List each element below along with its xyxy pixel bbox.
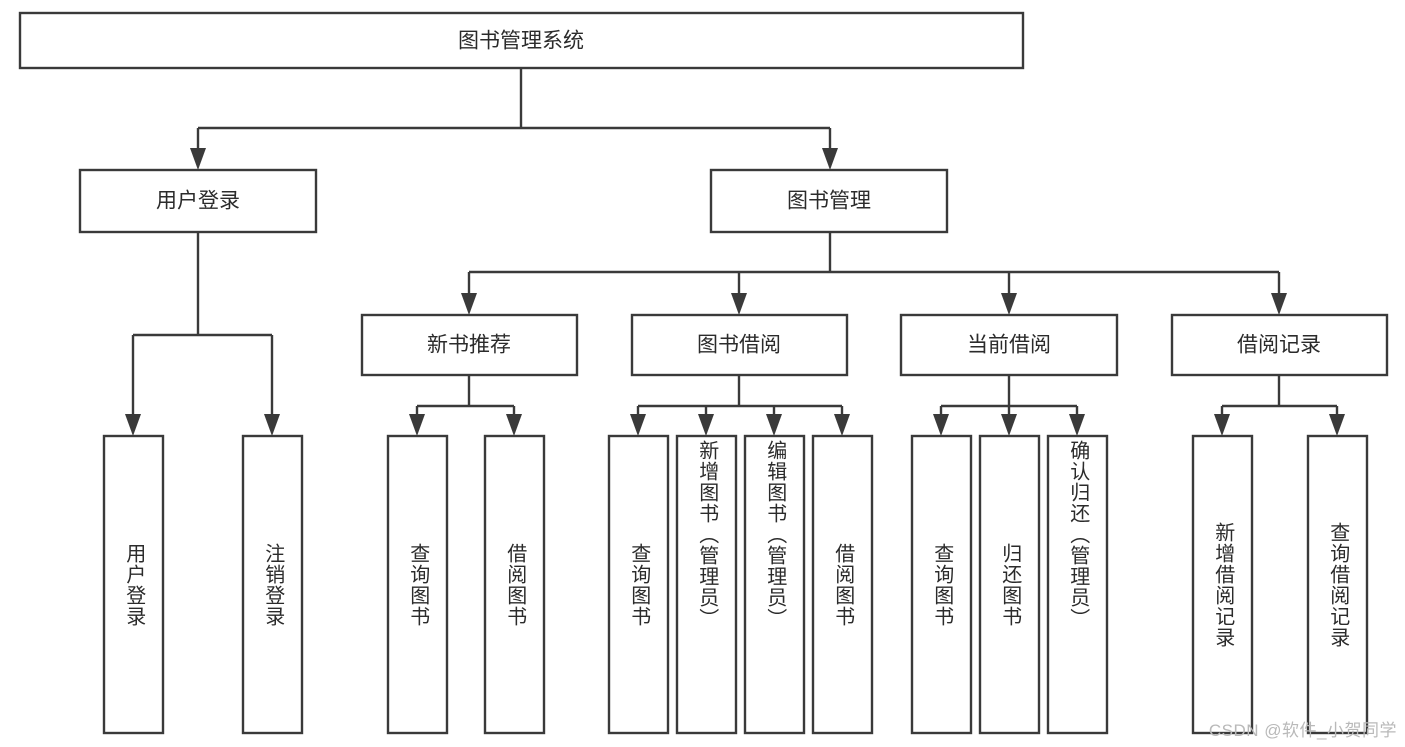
leaf-box-borrow-record-0[interactable] [1191,434,1254,735]
node-book-management-label: 图书管理 [787,190,871,213]
arrowhead-borrow-leaf-4 [834,414,850,436]
arrowhead-login-leaf-1 [125,414,141,436]
arrowhead-current-leaf-3 [1069,414,1085,436]
leaf-box-book-borrow-1[interactable] [675,434,738,735]
arrowhead-l3-2 [731,293,747,315]
node-current-borrow-label: 当前借阅 [967,334,1051,357]
connector-group-current-borrow [933,375,1085,436]
arrowhead-login-leaf-2 [264,414,280,436]
arrowhead-newbook-leaf-2 [506,414,522,436]
leaf-box-current-borrow-0[interactable] [910,434,973,735]
node-root-box[interactable] [18,11,1025,70]
arrowhead-borrow-leaf-3 [766,414,782,436]
connector-group-new-book [409,375,522,436]
arrowhead-l3-4 [1271,293,1287,315]
leaf-box-book-borrow-3[interactable] [811,434,874,735]
node-book-borrow-label: 图书借阅 [697,334,781,357]
leaf-box-book-borrow-0[interactable] [607,434,670,735]
arrowhead-record-leaf-1 [1214,414,1230,436]
arrowhead-l3-1 [461,293,477,315]
leaf-box-current-borrow-2[interactable] [1046,434,1109,735]
node-borrow-record-label: 借阅记录 [1237,334,1321,357]
node-user-login-label: 用户登录 [156,190,240,213]
connector-group-borrow-record [1214,375,1345,436]
leaf-box-user-login-0[interactable] [102,434,165,735]
arrowhead-borrow-leaf-2 [698,414,714,436]
connector-group-book-management [461,232,1287,315]
leaf-box-book-borrow-2[interactable] [743,434,806,735]
node-current-borrow-box[interactable] [899,313,1119,377]
arrowhead-current-leaf-2 [1001,414,1017,436]
node-user-login-box[interactable] [78,168,318,234]
leaf-box-current-borrow-1[interactable] [978,434,1041,735]
arrowhead-current-leaf-1 [933,414,949,436]
node-book-management-box[interactable] [709,168,949,234]
arrowhead-login [190,148,206,170]
leaf-box-borrow-record-1[interactable] [1306,434,1369,735]
connector-group-book-borrow [630,375,850,436]
csdn-watermark: CSDN @软件_小贺同学 [1208,721,1397,740]
leaf-box-new-book-0[interactable] [386,434,449,735]
arrowhead-newbook-leaf-1 [409,414,425,436]
node-book-borrow-box[interactable] [630,313,849,377]
leaf-box-new-book-1[interactable] [483,434,546,735]
node-new-book-recommend-box[interactable] [360,313,579,377]
arrowhead-borrow-leaf-1 [630,414,646,436]
node-borrow-record-box[interactable] [1170,313,1389,377]
arrowhead-l3-3 [1001,293,1017,315]
node-new-book-recommend-label: 新书推荐 [427,334,511,357]
arrowhead-record-leaf-2 [1329,414,1345,436]
leaf-box-user-login-1[interactable] [241,434,304,735]
arrowhead-bookmgmt [822,148,838,170]
node-root-label: 图书管理系统 [458,30,584,53]
connector-group-root [190,68,838,170]
connector-group-user-login [125,232,280,436]
